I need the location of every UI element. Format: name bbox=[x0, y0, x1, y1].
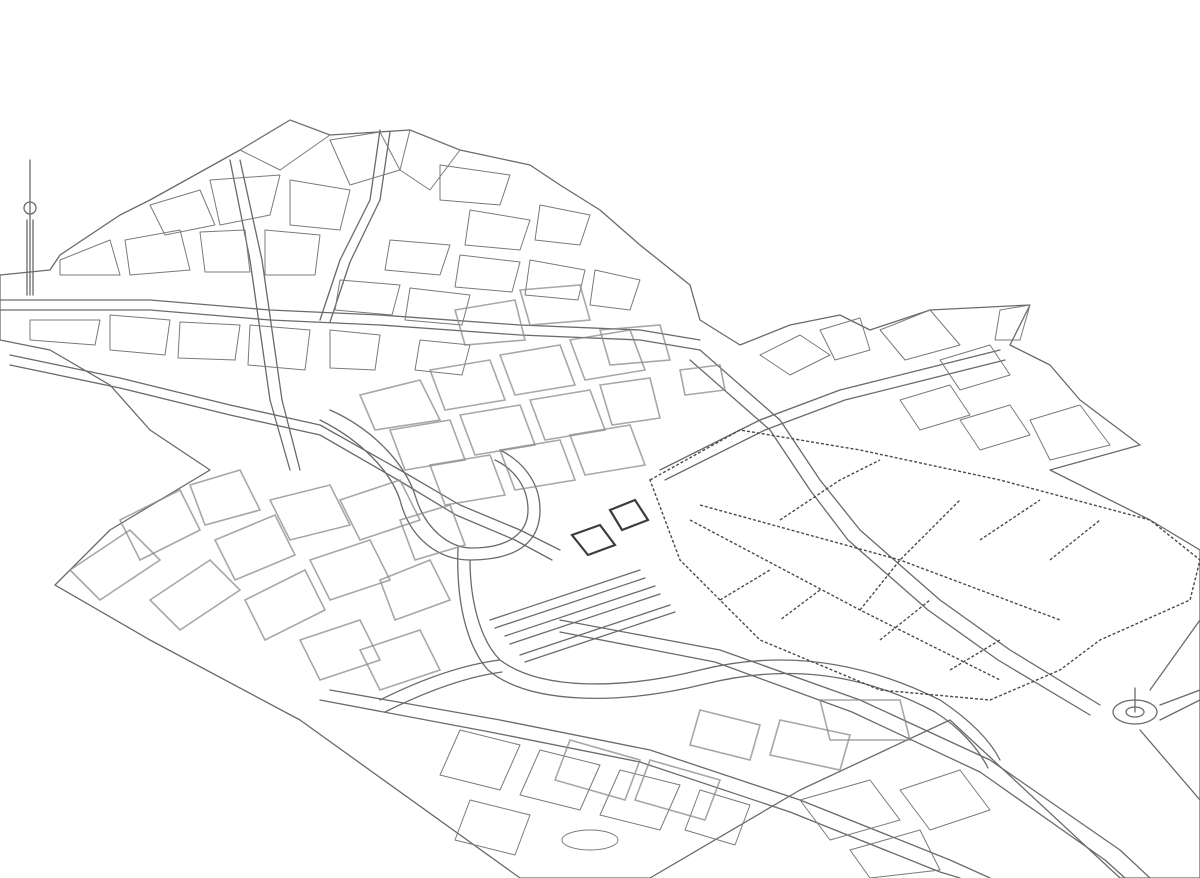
south-blocks bbox=[439, 699, 991, 878]
map-boundary bbox=[0, 119, 1200, 878]
north-city-blocks bbox=[29, 119, 641, 376]
tv-tower-icon bbox=[23, 159, 37, 296]
northeast-blocks bbox=[759, 304, 1111, 461]
park bbox=[649, 429, 1200, 701]
highlighted-building bbox=[570, 498, 650, 557]
west-district-blocks bbox=[68, 469, 467, 691]
central-district-blocks bbox=[358, 284, 726, 506]
victory-column-icon bbox=[1112, 687, 1158, 725]
main-roads bbox=[0, 129, 1200, 878]
river bbox=[319, 409, 1001, 769]
rail-lines bbox=[489, 569, 676, 663]
